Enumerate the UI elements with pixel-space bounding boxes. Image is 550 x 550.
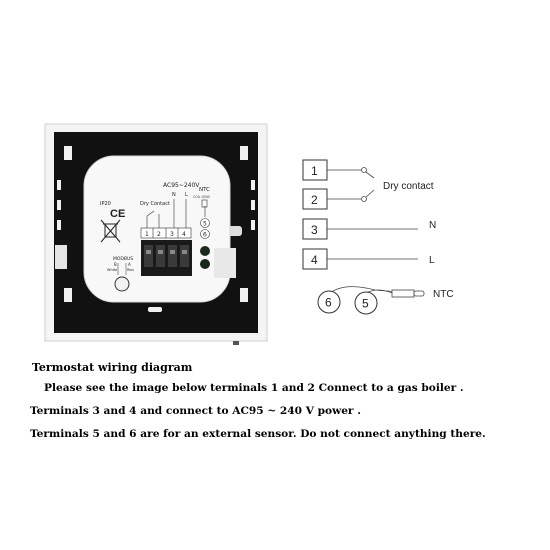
sensor-circle-label: 6 — [325, 296, 332, 310]
terminal-number: 3 — [170, 231, 174, 238]
terminal-number: 1 — [145, 231, 149, 238]
modbus-label: MODBUS — [113, 256, 133, 262]
n-label: N — [172, 192, 176, 198]
ntc-sub-label: COIL SENS — [193, 195, 210, 199]
modbus-red: Red — [127, 268, 134, 272]
caption-line-sensor: Terminals 5 and 6 are for an external se… — [30, 428, 486, 440]
mounting-slots — [57, 146, 255, 312]
n-text: N — [429, 220, 436, 231]
terminal-box-label: 4 — [311, 253, 318, 267]
sensor-circle-5 — [354, 291, 378, 315]
caption-title: Termostat wiring diagram — [32, 361, 193, 374]
module-side-block — [214, 248, 236, 278]
terminal-numbers: 1 2 3 4 — [140, 227, 192, 239]
terminal-box-label: 1 — [311, 164, 318, 178]
weee-bin-icon — [100, 219, 121, 243]
sensor-number: 5 — [203, 221, 207, 228]
side-tab — [55, 245, 67, 269]
sensor-number: 6 — [203, 232, 207, 239]
modbus-a: A — [128, 262, 131, 267]
voltage-label: AC95~240V — [163, 182, 200, 189]
sensor-terminals: 5 6 — [200, 218, 210, 269]
schematic-wires — [327, 167, 418, 294]
dry-contact-text: Dry contact — [383, 181, 434, 192]
terminal-box-label: 3 — [311, 223, 318, 237]
ntc-text: NTC — [433, 289, 454, 300]
ce-mark: CE — [110, 208, 125, 220]
device-wiring-lines — [146, 199, 208, 228]
modbus-wire-lines — [117, 263, 127, 275]
terminal-box-label: 2 — [311, 193, 318, 207]
modbus-port — [114, 276, 130, 292]
sensor-circle-6 — [317, 290, 341, 314]
caption-line-power: Terminals 3 and 4 and connect to AC95 ~ … — [30, 405, 361, 417]
ntc-probe-icon — [391, 289, 425, 298]
terminal-block — [141, 240, 192, 276]
sensor-circle-label: 5 — [362, 297, 369, 311]
modbus-white: White — [107, 268, 117, 272]
terminal-number: 4 — [182, 231, 186, 238]
dry-contact-label: Dry Contact — [140, 201, 170, 207]
wiring-caption: Termostat wiring diagram Please see the … — [30, 361, 545, 451]
modbus-b: B — [114, 262, 117, 267]
caption-line-boiler: Please see the image below terminals 1 a… — [44, 382, 464, 394]
l-text: L — [429, 255, 435, 266]
ntc-label: NTC — [199, 187, 210, 193]
ip-rating: IP20 — [100, 201, 111, 207]
l-label: L — [185, 192, 188, 198]
terminal-number: 2 — [157, 231, 161, 238]
bottom-notch — [233, 341, 239, 345]
